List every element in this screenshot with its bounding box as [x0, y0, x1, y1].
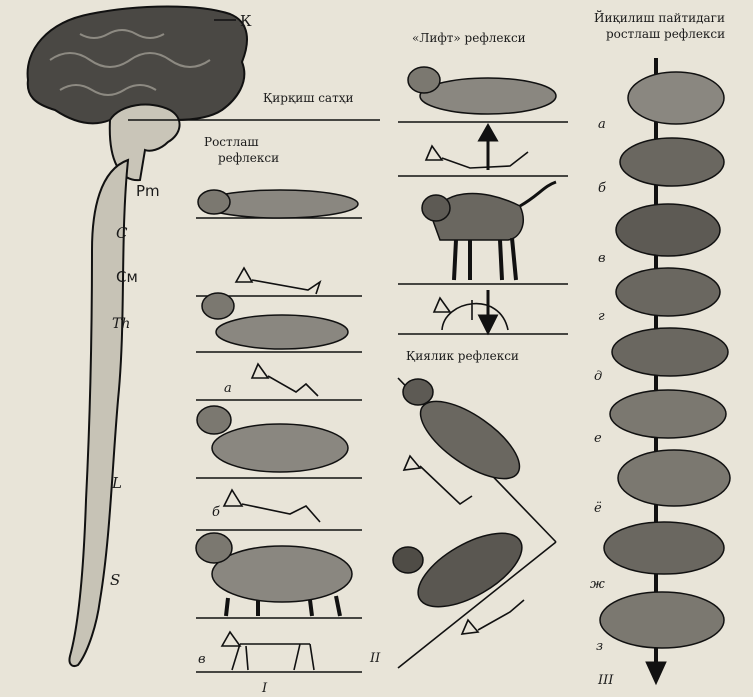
fall-letter-g: г: [598, 309, 605, 324]
fall-cat-6: [610, 390, 726, 438]
col1-cat-crouching: [197, 406, 348, 472]
col2-roman: II: [369, 651, 381, 666]
falling-cat-sequence: [600, 72, 730, 648]
col1-cat-raising-head: [202, 293, 348, 349]
col1-sub-v: в: [198, 652, 206, 667]
fall-letters: а б в г д е ё ж з: [590, 117, 606, 654]
fall-cat-1: [628, 72, 724, 124]
col1-title-line1: Ростлаш: [204, 135, 259, 149]
label-s: S: [110, 571, 120, 589]
col2-skeleton-slope-2: [462, 600, 524, 634]
fall-letter-a: а: [598, 117, 606, 132]
col2-skeleton-lift-1: [426, 146, 528, 168]
label-k: К: [240, 12, 252, 30]
col3-title-line2: ростлаш рефлекси: [606, 27, 725, 41]
slope-title: Қиялик рефлекси: [406, 349, 519, 363]
col1-skeleton-1: [236, 268, 320, 294]
col1-cat-standing: [196, 533, 352, 616]
col3-roman: III: [597, 673, 614, 688]
fall-cat-7: [618, 450, 730, 506]
col1-sub-b: б: [212, 505, 220, 520]
label-cm: См: [116, 268, 138, 286]
label-cut-level: Қирқиш сатҳи: [263, 91, 354, 105]
col1-cat-lying: [198, 190, 358, 218]
fall-letter-e: е: [594, 431, 602, 446]
lift-title: «Лифт» рефлекси: [412, 31, 526, 45]
label-l: L: [111, 474, 122, 492]
col2-cat-slope-down: [403, 379, 531, 493]
label-c: C: [116, 224, 128, 242]
fall-letter-b: б: [598, 181, 606, 196]
fall-letter-yo: ё: [594, 501, 602, 516]
col2-cat-arched: [422, 182, 556, 280]
col1-title-line2: рефлекси: [218, 151, 279, 165]
fall-letter-z: з: [596, 639, 603, 654]
col3-title-line1: Йиқилиш пайтидаги: [594, 9, 725, 25]
col1-skeleton-v: [222, 632, 314, 670]
lift-arrow-down: [480, 290, 496, 332]
fall-letter-v: в: [598, 251, 606, 266]
fall-letter-d: д: [594, 369, 602, 384]
col1-sub-a: а: [224, 381, 232, 396]
col2-skeleton-lift-2: [434, 298, 508, 330]
col1-roman: I: [261, 681, 268, 696]
lift-arrow-up: [480, 126, 496, 170]
fall-letter-zh: ж: [590, 577, 605, 592]
label-th: Th: [112, 316, 130, 332]
label-pm: Pm: [136, 182, 160, 200]
fall-cat-4: [616, 268, 720, 316]
fall-cat-5: [612, 328, 728, 376]
fall-cat-8: [604, 522, 724, 574]
fall-cat-9: [600, 592, 724, 648]
col1-skeleton-b: [224, 490, 320, 522]
col1-skeleton-a: [252, 364, 318, 396]
col2-cat-lift-crouch: [408, 67, 556, 114]
fall-cat-3: [616, 204, 720, 256]
col2-cat-slope-up: [393, 518, 533, 621]
fall-cat-2: [620, 138, 724, 186]
